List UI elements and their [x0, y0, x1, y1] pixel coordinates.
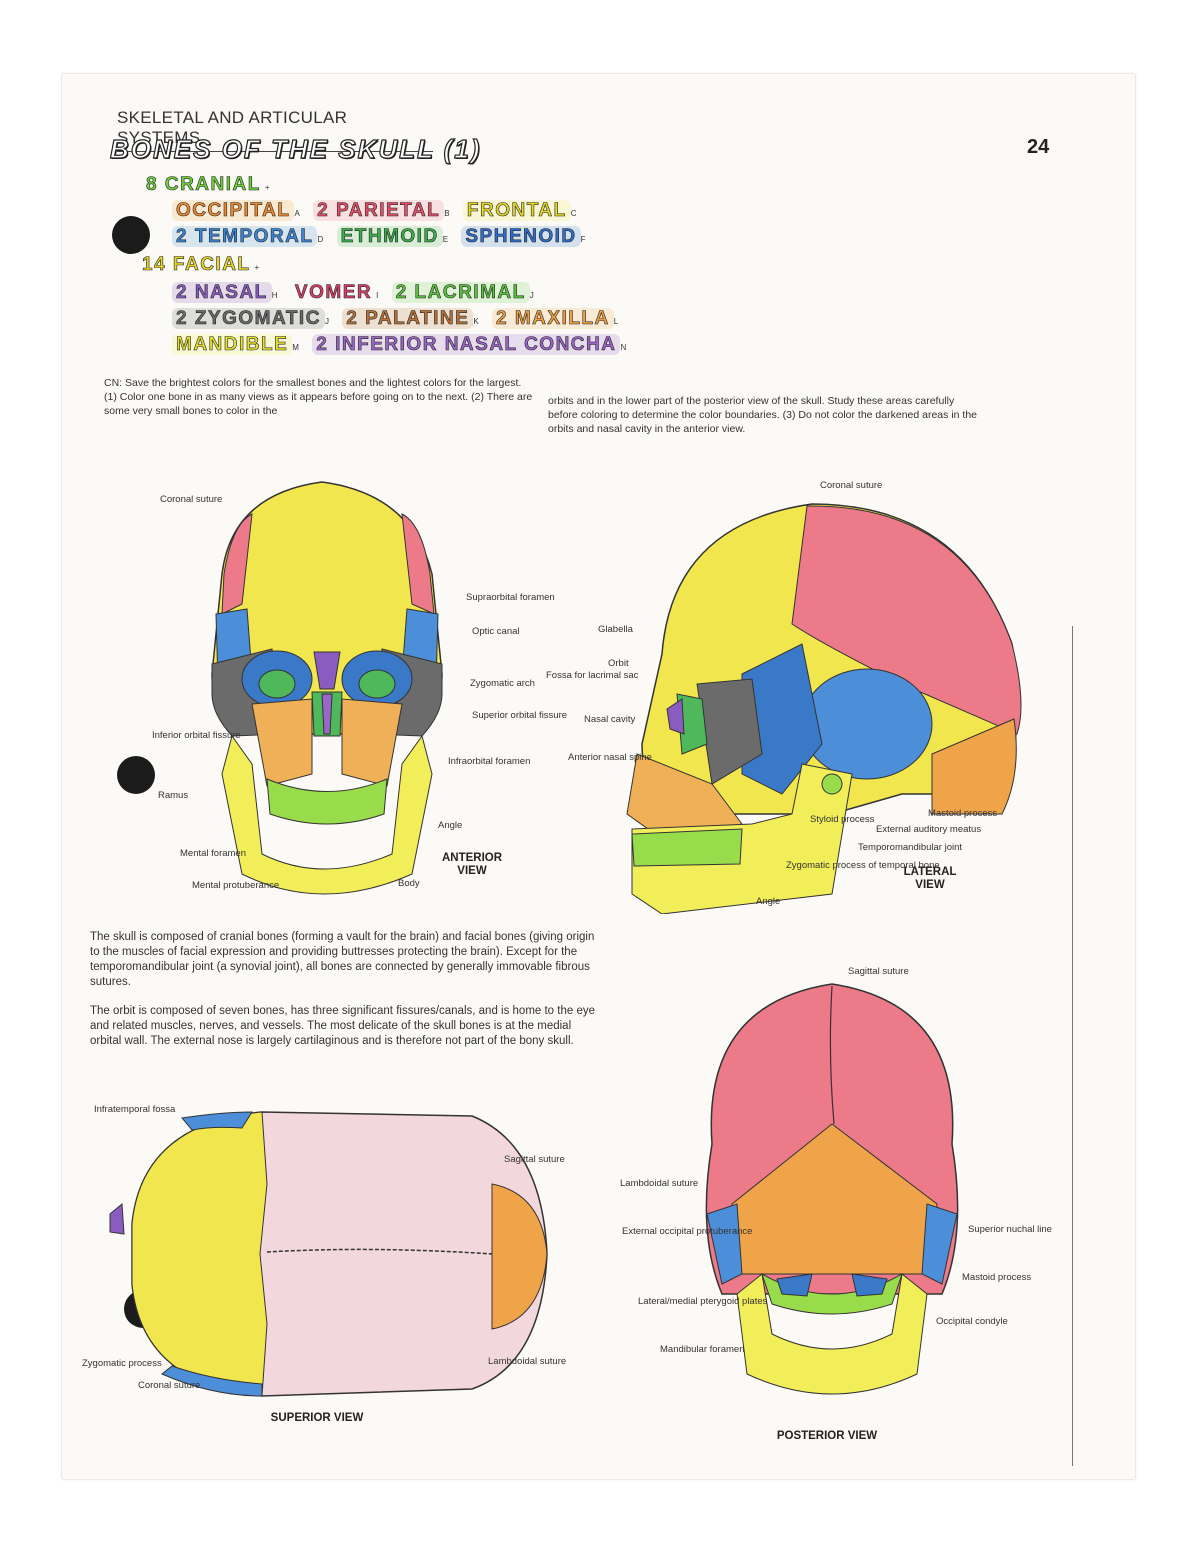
- mark-n: N: [620, 343, 627, 352]
- posterior-view-skull: [705, 983, 959, 1395]
- anterior-label-zyg-arch: Zygomatic arch: [470, 678, 535, 689]
- lateral-label-anterior-spine: Anterior nasal spine: [568, 752, 652, 763]
- lateral-label-nasal-cavity: Nasal cavity: [584, 714, 636, 725]
- lateral-label-glabella: Glabella: [598, 624, 633, 635]
- anterior-label-coronal: Coronal suture: [160, 494, 223, 505]
- posterior-label-mastoid: Mastoid process: [962, 1272, 1032, 1283]
- mark-d: D: [317, 235, 324, 244]
- lateral-view-title: LATERAL VIEW: [903, 866, 957, 891]
- anterior-label-ramus: Ramus: [158, 790, 189, 801]
- posterior-label-mandibular: Mandibular foramen: [660, 1344, 745, 1355]
- legend-cranial: 8 CRANIAL: [146, 174, 261, 196]
- anterior-label-sup-orbital: Superior orbital fissure: [472, 710, 568, 721]
- anterior-label-mental-foramen: Mental foramen: [180, 848, 247, 859]
- legend-frontal: FRONTAL: [462, 200, 571, 221]
- mark-a: A: [294, 209, 300, 218]
- legend-nasal: 2 NASAL: [172, 282, 272, 303]
- posterior-label-lambdoidal: Lambdoidal suture: [620, 1178, 699, 1189]
- lateral-label-zyg-process: Zygomatic process of temporal bone: [786, 860, 940, 871]
- mark-e: E: [442, 235, 449, 244]
- page-title: BONES OF THE SKULL (1): [109, 133, 482, 164]
- posterior-view-title: POSTERIOR VIEW: [776, 1430, 878, 1442]
- legend-facial: 14 FACIAL: [142, 254, 251, 276]
- lateral-label-fossa: Fossa for lacrimal sac: [546, 670, 639, 681]
- legend-maxilla: 2 MAXILLA: [492, 308, 614, 329]
- legend-parietal: 2 PARIETAL: [313, 200, 445, 221]
- lateral-label-auditory: External auditory meatus: [876, 824, 982, 835]
- workbook-page: SKELETAL AND ARTICULAR SYSTEMS 24 BONES …: [62, 74, 1135, 1479]
- anterior-label-mental-protuberance: Mental protuberance: [192, 880, 280, 891]
- anterior-label-optic: Optic canal: [472, 626, 520, 637]
- anterior-label-inf-orbital: Inferior orbital fissure: [152, 730, 241, 741]
- superior-label-infratemporal: Infratemporal fossa: [94, 1104, 176, 1115]
- superior-label-zyg-process: Zygomatic process: [82, 1358, 162, 1369]
- superior-view-skull: [109, 1111, 548, 1397]
- lateral-view-skull: [626, 503, 1022, 914]
- mark-b: B: [444, 209, 450, 218]
- anterior-label-infraorbital: Infraorbital foramen: [448, 756, 531, 767]
- anterior-view-skull: [211, 481, 443, 895]
- legend-mandible: MANDIBLE: [172, 334, 293, 355]
- posterior-label-pterygoid: Lateral/medial pterygoid plates: [638, 1296, 768, 1307]
- legend-cranial-row: 8 CRANIAL+: [142, 174, 270, 196]
- legend-vomer: VOMER: [294, 282, 373, 304]
- binder-hole-top: [112, 216, 150, 254]
- legend-sphenoid: SPHENOID: [461, 226, 581, 247]
- mark-k: K: [473, 317, 479, 326]
- legend-ethmoid: ETHMOID: [336, 226, 443, 247]
- posterior-label-occ-condyle: Occipital condyle: [936, 1316, 1008, 1327]
- anterior-label-angle: Angle: [438, 820, 463, 831]
- body-paragraph-2: The orbit is composed of seven bones, ha…: [90, 1005, 596, 1047]
- mark-j: J: [529, 291, 534, 300]
- anterior-label-supraorbital: Supraorbital foramen: [466, 592, 555, 603]
- binder-hole-middle: [117, 756, 155, 794]
- mark-cranial: +: [264, 183, 270, 192]
- legend-concha: 2 INFERIOR NASAL CONCHA: [312, 334, 621, 355]
- lateral-label-coronal: Coronal suture: [820, 480, 883, 491]
- legend-temporal: 2 TEMPORAL: [172, 226, 318, 247]
- page-number: 24: [1027, 136, 1050, 158]
- superior-label-coronal: Coronal suture: [138, 1380, 201, 1391]
- legend-facial-row: 14 FACIAL+: [138, 254, 260, 276]
- lateral-label-mastoid: Mastoid process: [928, 808, 998, 819]
- body-paragraph-1: The skull is composed of cranial bones (…: [90, 931, 595, 988]
- legend-zygomatic: 2 ZYGOMATIC: [172, 308, 325, 329]
- section-title: SKELETAL AND ARTICULAR SYSTEMS: [117, 108, 433, 152]
- legend-occipital: OCCIPITAL: [172, 200, 295, 221]
- mark-zyg: J: [324, 317, 329, 326]
- superior-view-title: SUPERIOR VIEW: [270, 1412, 364, 1424]
- lateral-label-orbit: Orbit: [608, 658, 629, 669]
- mark-f: F: [580, 235, 586, 244]
- mark-l: L: [613, 317, 619, 326]
- posterior-label-sup-nuchal: Superior nuchal line: [968, 1224, 1052, 1235]
- instructions-left: CN: Save the brightest colors for the sm…: [104, 377, 533, 417]
- anterior-label-body: Body: [398, 878, 420, 889]
- mark-i: I: [376, 291, 379, 300]
- posterior-label-sagittal: Sagittal suture: [848, 966, 909, 977]
- legend-palatine: 2 PALATINE: [342, 308, 474, 329]
- lateral-label-tmj: Temporomandibular joint: [858, 842, 963, 853]
- superior-label-sagittal: Sagittal suture: [504, 1154, 565, 1165]
- posterior-label-ext-occipital: External occipital protuberance: [622, 1226, 753, 1237]
- mark-facial: +: [254, 263, 260, 272]
- mark-h: H: [271, 291, 278, 300]
- instructions-right: orbits and in the lower part of the post…: [548, 395, 978, 435]
- page-edge-line: [1072, 626, 1073, 1466]
- anterior-view-title: ANTERIOR VIEW: [441, 852, 503, 877]
- lateral-label-styloid: Styloid process: [810, 814, 875, 825]
- legend-lacrimal: 2 LACRIMAL: [391, 282, 530, 303]
- superior-label-lambdoidal: Lambdoidal suture: [488, 1356, 567, 1367]
- mark-c: C: [570, 209, 577, 218]
- lateral-label-angle: Angle: [756, 896, 781, 907]
- mark-m: M: [292, 343, 299, 352]
